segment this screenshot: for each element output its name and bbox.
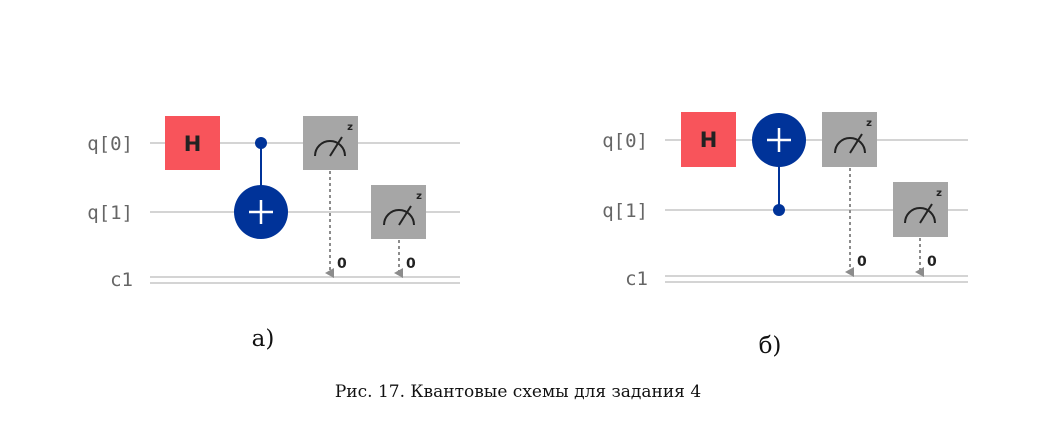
measure-cbit-label: 0	[857, 254, 867, 270]
measure-gate-q1: z 0	[893, 182, 948, 277]
meter-icon	[834, 137, 866, 154]
meter-needle-icon	[919, 203, 933, 224]
subfigure-label-a: а)	[252, 326, 275, 352]
wire-label-c1: c1	[110, 269, 133, 291]
measure-cbit-label: 0	[927, 254, 937, 270]
meter-icon	[904, 207, 936, 224]
wire-label-q0: q[0]	[87, 133, 133, 155]
measure-gate-q1: z 0	[371, 185, 426, 278]
measure-basis-label: z	[866, 118, 872, 129]
wire-label-q1: q[1]	[602, 200, 648, 222]
h-gate: H	[165, 116, 220, 170]
circuit-b: q[0] q[1] c1 H z 0	[602, 112, 968, 359]
figure-caption: Рис. 17. Квантовые схемы для задания 4	[335, 382, 701, 402]
measure-basis-label: z	[416, 191, 422, 202]
cnot-control-dot	[773, 204, 785, 216]
measure-gate-q0: z 0	[822, 112, 877, 277]
measure-basis-label: z	[936, 188, 942, 199]
measure-cbit-label: 0	[337, 256, 347, 272]
cnot-gate	[752, 113, 806, 216]
h-gate-label: H	[700, 128, 718, 152]
measure-basis-label: z	[347, 122, 353, 133]
wire-label-q1: q[1]	[87, 202, 133, 224]
meter-icon	[314, 140, 346, 157]
cnot-gate	[234, 137, 288, 239]
meter-needle-icon	[398, 205, 412, 226]
meter-icon	[383, 209, 415, 226]
measure-cbit-label: 0	[406, 256, 416, 272]
h-gate: H	[681, 112, 736, 167]
wire-label-c1: c1	[625, 268, 648, 290]
subfigure-label-b: б)	[759, 333, 782, 359]
wire-label-q0: q[0]	[602, 130, 648, 152]
h-gate-label: H	[184, 132, 202, 156]
circuit-a: q[0] q[1] c1 H z 0	[87, 116, 460, 352]
meter-needle-icon	[329, 136, 343, 157]
measure-gate-q0: z 0	[303, 116, 358, 278]
meter-needle-icon	[849, 133, 863, 154]
cnot-control-dot	[255, 137, 267, 149]
